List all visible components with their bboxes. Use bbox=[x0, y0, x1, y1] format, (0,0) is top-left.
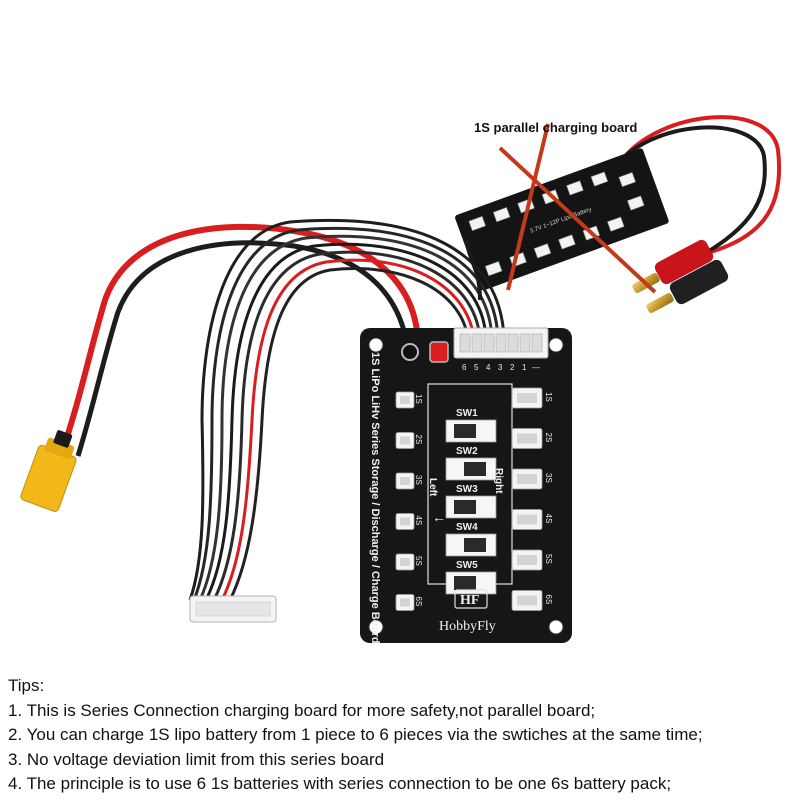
left-port: 2S bbox=[395, 432, 423, 449]
pin-label: 3 bbox=[498, 363, 503, 372]
right-label: Right bbox=[493, 468, 504, 494]
pin-label: 6 bbox=[462, 363, 467, 372]
pin-label: — bbox=[532, 363, 540, 372]
left-port-label: 2S bbox=[414, 435, 423, 445]
slide-switch[interactable]: SW1 bbox=[445, 408, 497, 443]
left-label: Left bbox=[427, 478, 438, 497]
left-port: 6S bbox=[395, 594, 423, 611]
left-port-label: 4S bbox=[414, 516, 423, 526]
pin-label: 2 bbox=[510, 363, 515, 372]
right-port-label: 3S bbox=[544, 473, 553, 483]
left-port: 4S bbox=[395, 513, 423, 530]
inset-title: 1S parallel charging board bbox=[474, 120, 637, 135]
product-scene: 3.7V 1~12P Lipo/Battery 1S parallel char… bbox=[20, 115, 782, 644]
tips-heading: Tips: bbox=[8, 676, 45, 695]
tip-item: 2. You can charge 1S lipo battery from 1… bbox=[8, 725, 703, 744]
arrow-left-icon: ← bbox=[432, 509, 446, 525]
right-port: 3S bbox=[511, 468, 553, 490]
switch-label: SW4 bbox=[456, 522, 478, 533]
right-port: 4S bbox=[511, 509, 553, 530]
slide-switch[interactable]: SW5 bbox=[445, 560, 497, 595]
left-port-label: 1S bbox=[414, 394, 423, 404]
right-port-label: 2S bbox=[544, 433, 553, 443]
banana-plug-black bbox=[646, 259, 729, 313]
left-port: 3S bbox=[395, 472, 423, 490]
main-wires bbox=[59, 218, 506, 601]
switch-label: SW3 bbox=[456, 484, 478, 495]
right-port-label: 1S bbox=[544, 392, 553, 402]
slide-switch[interactable]: SW2 bbox=[445, 446, 497, 481]
left-port: 5S bbox=[395, 553, 423, 571]
board-vertical-text: 1S LiPo LiHv Series Storage / Discharge … bbox=[369, 352, 381, 644]
balance-plug-bottom bbox=[189, 595, 277, 623]
tip-item: 3. No voltage deviation limit from this … bbox=[8, 749, 385, 769]
right-port: 6S bbox=[511, 590, 553, 611]
switch-label: SW1 bbox=[456, 408, 478, 419]
left-port: 1S bbox=[395, 391, 423, 409]
right-port: 5S bbox=[511, 549, 553, 571]
right-ports: 1S 2S 3S 4S 5S 6S bbox=[511, 387, 553, 611]
pin-label: 4 bbox=[486, 363, 491, 372]
inset-red-wire bbox=[620, 115, 782, 257]
left-port-label: 3S bbox=[414, 475, 423, 485]
brand-name: HobbyFly bbox=[439, 619, 496, 634]
parallel-pcb: 3.7V 1~12P Lipo/Battery bbox=[455, 148, 669, 291]
cross-line-1 bbox=[498, 146, 657, 294]
series-board: 6 5 4 3 2 1 — 1S LiPo LiHv Series Storag… bbox=[360, 327, 572, 644]
tips-section: Tips: 1. This is Series Connection charg… bbox=[8, 674, 793, 797]
hf-logo-text: HF bbox=[460, 593, 479, 608]
right-port: 2S bbox=[511, 428, 553, 449]
left-ports: 1S 2S 3S 4S 5S 6S bbox=[395, 391, 423, 611]
inset-black-wire bbox=[610, 125, 767, 264]
hf-logo-icon bbox=[454, 589, 488, 609]
balance-pin-labels: 6 5 4 3 2 1 — bbox=[462, 363, 540, 372]
right-port: 1S bbox=[511, 387, 553, 409]
left-port-label: 5S bbox=[414, 556, 423, 566]
left-port-label: 6S bbox=[414, 597, 423, 607]
switch-label: SW2 bbox=[456, 446, 478, 457]
parallel-board-inset: 3.7V 1~12P Lipo/Battery 1S parallel char… bbox=[455, 115, 782, 313]
right-port-label: 5S bbox=[544, 554, 553, 564]
pin-label: 1 bbox=[522, 363, 527, 372]
slide-switch[interactable]: SW4 bbox=[445, 522, 497, 557]
cross-line-2 bbox=[506, 123, 550, 291]
right-port-label: 6S bbox=[544, 595, 553, 605]
tip-item: 4. The principle is to use 6 1s batterie… bbox=[8, 774, 672, 793]
slide-switch[interactable]: SW3 bbox=[445, 484, 497, 519]
switch-label: SW5 bbox=[456, 560, 478, 571]
pin-label: 5 bbox=[474, 363, 479, 372]
tip-item: 1. This is Series Connection charging bo… bbox=[8, 700, 596, 720]
right-port-label: 4S bbox=[544, 514, 553, 524]
xt60-connector bbox=[20, 430, 77, 512]
